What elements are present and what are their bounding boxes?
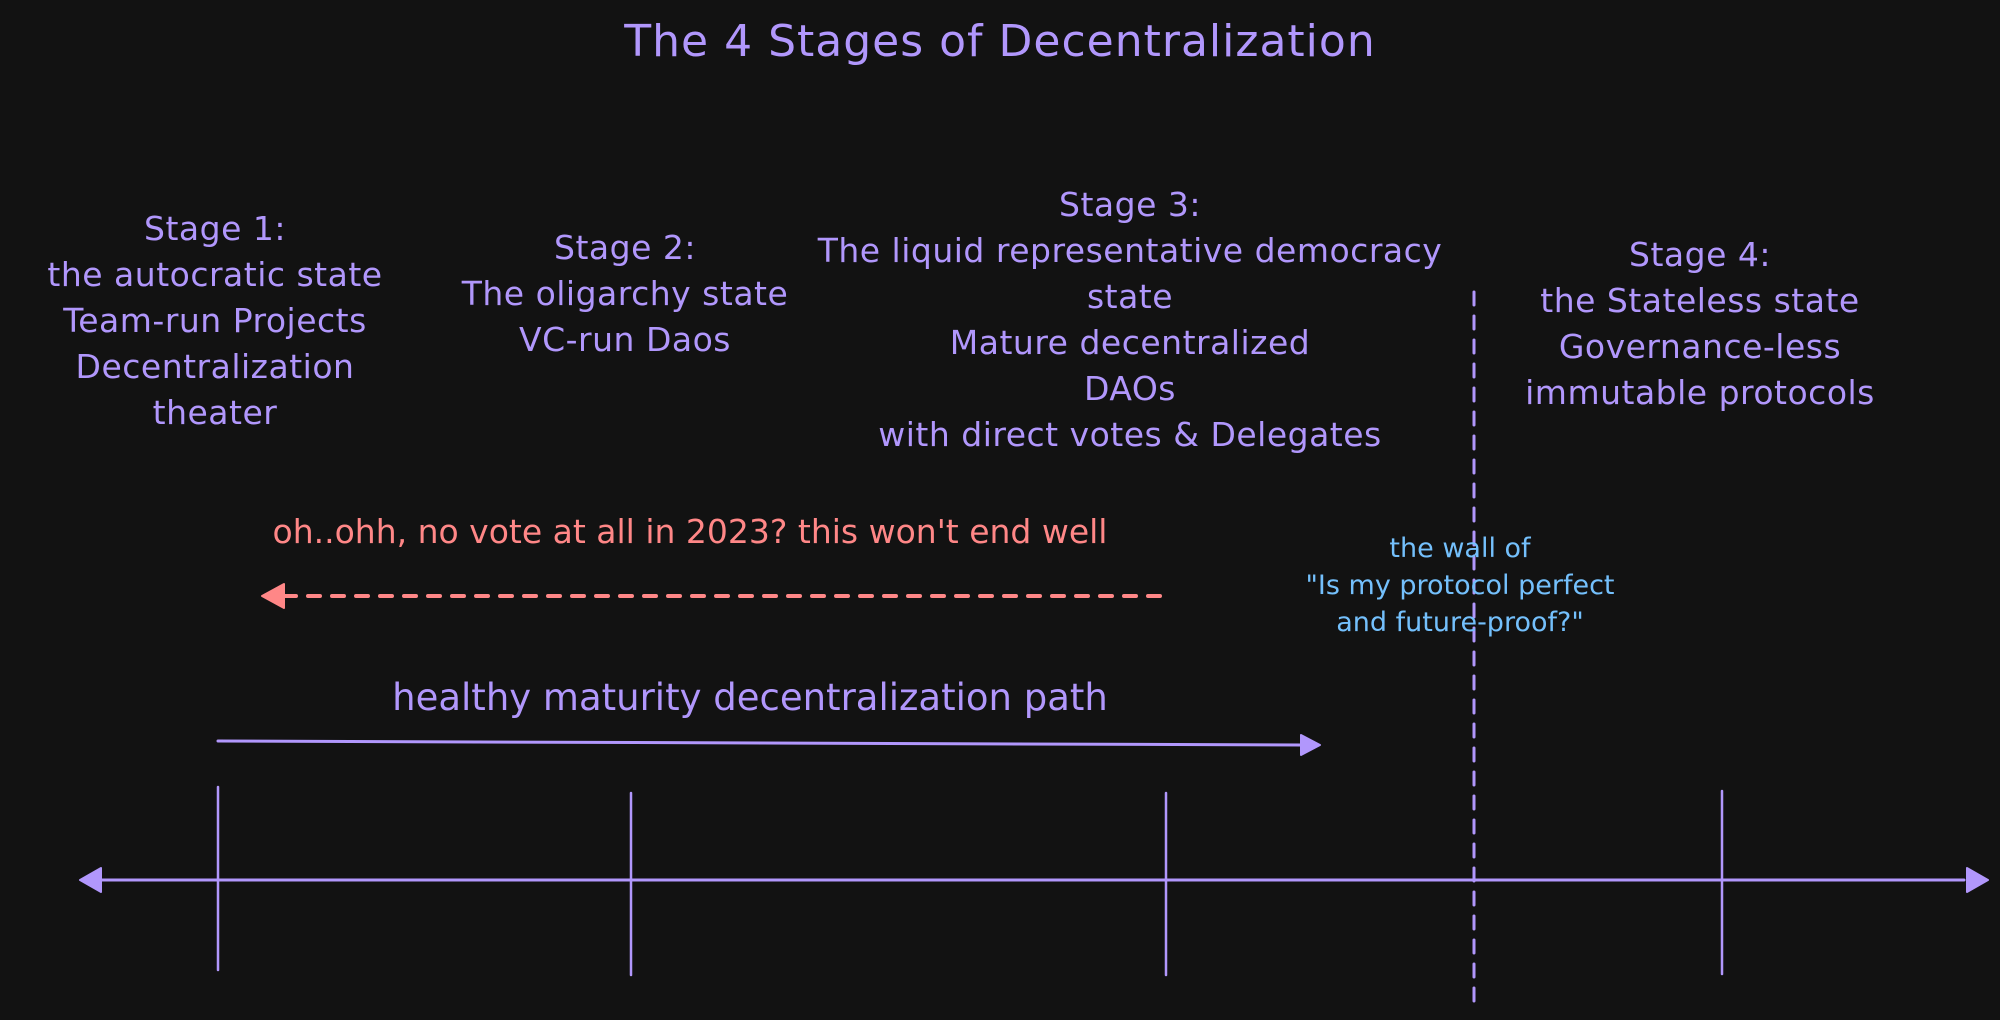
stage-3-line: with direct votes & Delegates <box>878 415 1382 454</box>
stage-2-line: VC-run Daos <box>519 320 731 359</box>
stage-3-line: The liquid representative democracy <box>817 231 1443 270</box>
stage-3-line: Mature decentralized <box>949 323 1311 362</box>
timeline-axis <box>79 867 1989 893</box>
stage-3-line: DAOs <box>1084 369 1176 408</box>
stage-1-line: the autocratic state <box>47 255 383 294</box>
healthy-path-arrow <box>216 734 1321 756</box>
regression-arrowhead-icon <box>261 583 285 609</box>
timeline-left-arrowhead-icon <box>79 867 102 893</box>
wall-note-line: the wall of <box>1389 533 1531 564</box>
healthy-path-arrowhead-icon <box>1300 734 1321 756</box>
stage-3-label: Stage 3: The liquid representative democ… <box>780 182 1480 458</box>
stage-4-line: Governance-less <box>1558 327 1842 366</box>
timeline-right-arrowhead-icon <box>1966 867 1989 893</box>
wall-note: the wall of "Is my protocol perfect and … <box>1240 530 1680 641</box>
regression-arrow <box>261 583 1162 609</box>
stage-1-heading: Stage 1: <box>144 209 286 248</box>
stage-ticks <box>216 785 1724 977</box>
stage-2-line: The oligarchy state <box>461 274 789 313</box>
stage-1-line: Team-run Projects <box>63 301 367 340</box>
stage-2-heading: Stage 2: <box>554 228 696 267</box>
regression-warning-text: oh..ohh, no vote at all in 2023? this wo… <box>272 512 1108 551</box>
stage-3-line: state <box>1086 277 1174 316</box>
stage-4-heading: Stage 4: <box>1629 235 1771 274</box>
wall-note-line: "Is my protocol perfect <box>1305 570 1615 601</box>
stage-1-line: theater <box>152 393 278 432</box>
stage-2-label: Stage 2: The oligarchy state VC-run Daos <box>430 225 820 363</box>
wall-note-line: and future-proof?" <box>1336 607 1584 638</box>
stage-4-line: immutable protocols <box>1525 373 1875 412</box>
stage-1-label: Stage 1: the autocratic state Team-run P… <box>0 206 430 436</box>
stage-1-line: Decentralization <box>75 347 355 386</box>
stage-4-label: Stage 4: the Stateless state Governance-… <box>1480 232 1920 416</box>
stage-4-line: the Stateless state <box>1540 281 1860 320</box>
healthy-path-label: healthy maturity decentralization path <box>392 676 1108 719</box>
diagram-title: The 4 Stages of Decentralization <box>624 16 1376 67</box>
stage-3-heading: Stage 3: <box>1059 185 1201 224</box>
